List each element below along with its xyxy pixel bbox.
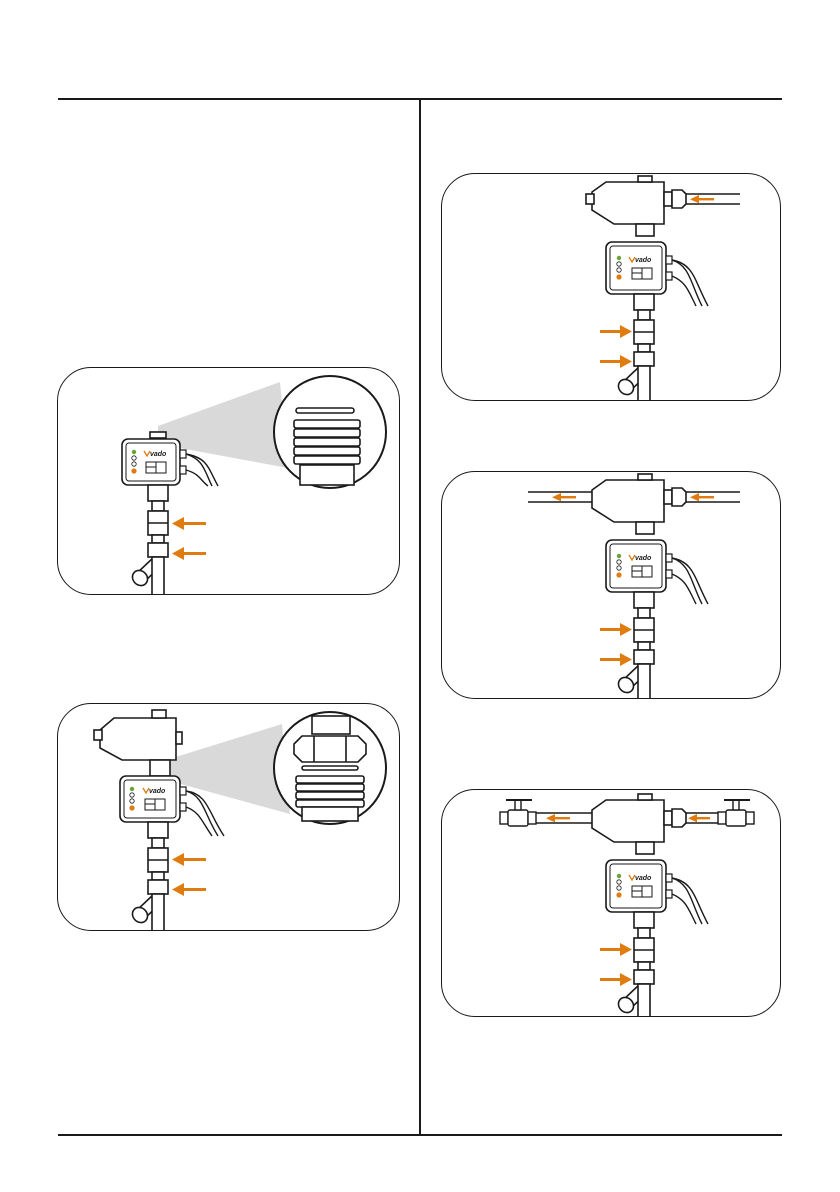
- pipe-assembly: [615, 912, 654, 1017]
- valve-icon: [586, 176, 664, 224]
- panel-step-4: vado: [441, 471, 781, 699]
- pipe-assembly: [615, 294, 654, 401]
- isolating-valves-illustration: vado: [442, 790, 781, 1017]
- panel-step-3: vado: [441, 173, 781, 401]
- pipe-assembly: [615, 592, 654, 699]
- outlet-connection-illustration: vado: [442, 472, 781, 699]
- status-led-icon: [132, 450, 136, 454]
- flow-arrow-icon: [688, 814, 710, 822]
- status-led-icon: [617, 256, 621, 260]
- flow-arrow-icon: [546, 814, 570, 822]
- brand-logo: vado: [635, 875, 652, 882]
- inlet-connection-illustration: vado: [442, 174, 781, 401]
- flow-arrow-icon: [172, 853, 206, 896]
- pipe-assembly: [129, 485, 168, 595]
- column-divider: [419, 98, 421, 1134]
- controller-unit: vado: [606, 540, 708, 604]
- fitting-illustration: vado: [58, 368, 400, 595]
- brand-logo: vado: [150, 451, 167, 458]
- brand-logo: vado: [635, 257, 652, 264]
- panel-step-5: vado: [441, 789, 781, 1017]
- flow-arrow-icon: [600, 623, 632, 666]
- inlet-fitting: [150, 432, 166, 438]
- controller-unit: vado: [606, 860, 708, 924]
- controller-unit: vado: [606, 242, 708, 306]
- panel-step-2: vado: [57, 703, 400, 931]
- flow-arrow-icon: [172, 517, 206, 560]
- flow-arrow-icon: [552, 493, 576, 501]
- valve-icon: [592, 794, 664, 842]
- valve-fitting-illustration: vado: [58, 704, 400, 931]
- flow-arrow-icon: [690, 195, 714, 203]
- threaded-fitting-detail: [294, 408, 360, 485]
- valve-icon: [94, 710, 182, 760]
- pipe-assembly: [129, 822, 168, 931]
- valve-icon: [592, 474, 664, 522]
- status-led-icon: [130, 787, 134, 791]
- status-led-icon: [617, 554, 621, 558]
- zoom-beam: [166, 724, 290, 814]
- bottom-rule: [58, 1134, 782, 1136]
- brand-logo: vado: [635, 555, 652, 562]
- flow-arrow-icon: [600, 943, 632, 986]
- brand-logo: vado: [149, 788, 166, 795]
- flow-arrow-icon: [600, 325, 632, 368]
- flow-arrow-icon: [690, 493, 714, 501]
- isolating-valve-icon: [718, 800, 754, 826]
- isolating-valve-icon: [500, 800, 536, 826]
- status-led-icon: [617, 874, 621, 878]
- panel-step-1: vado: [57, 367, 400, 595]
